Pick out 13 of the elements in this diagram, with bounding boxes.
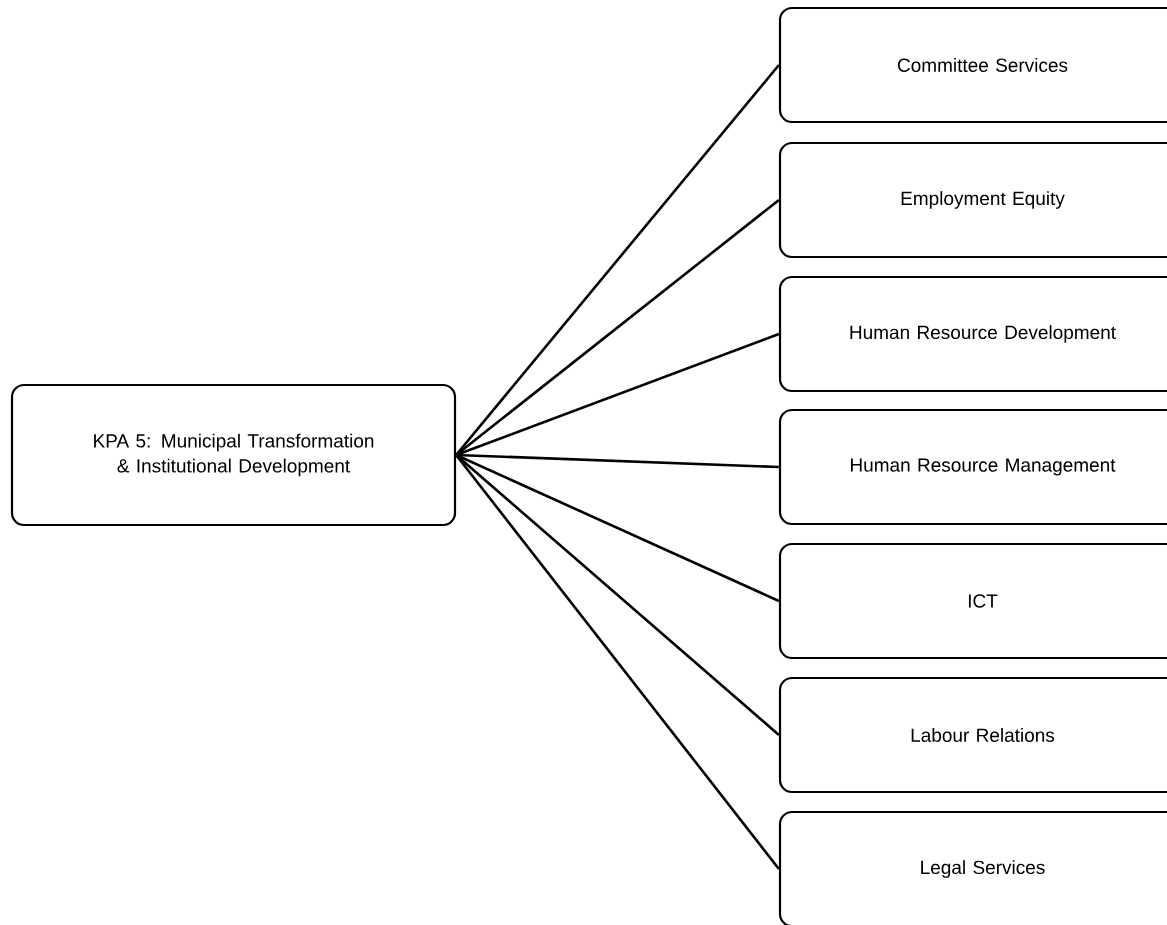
connector-line xyxy=(455,454,780,736)
process-box: Human Resource Development xyxy=(778,275,1167,393)
process-box: Labour Relations xyxy=(778,676,1167,794)
connector-line xyxy=(456,453,779,469)
process-box: Employment Equity xyxy=(778,141,1167,259)
process-box: KPA 5: Municipal Transformation & Institutional Development xyxy=(10,383,457,527)
process-box: Human Resource Management xyxy=(778,408,1167,526)
connector-line xyxy=(455,454,780,870)
connector-line xyxy=(455,198,780,456)
process-box: ICT xyxy=(778,542,1167,660)
process-box: Legal Services xyxy=(778,810,1167,925)
connector-line xyxy=(455,64,780,456)
process-box: Committee Services xyxy=(778,6,1167,124)
